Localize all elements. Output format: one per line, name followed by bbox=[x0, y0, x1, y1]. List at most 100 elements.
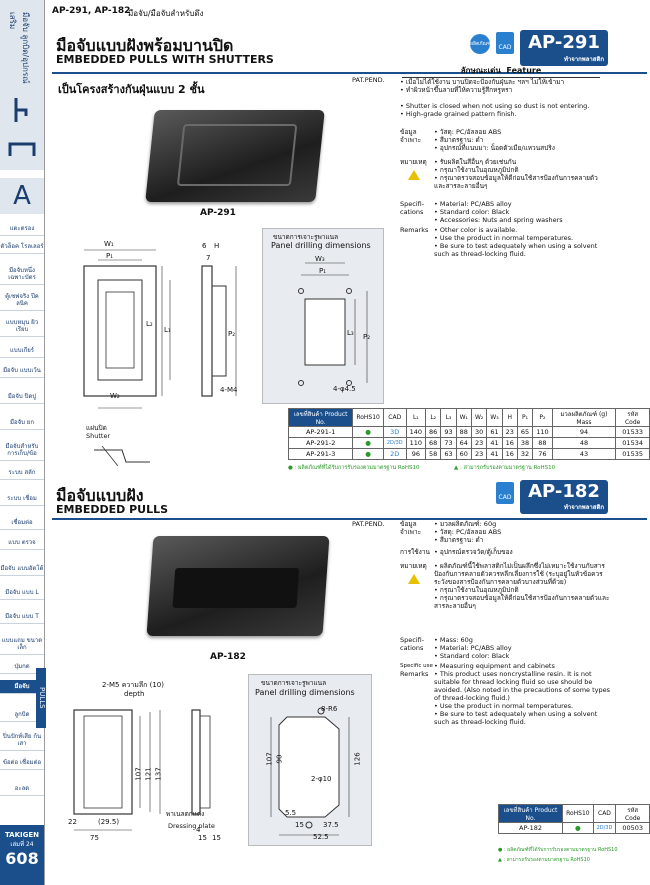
sidebar-nav-item[interactable]: มือจับ แบบ L bbox=[0, 586, 44, 600]
sidebar-nav-item[interactable]: ตัวล็อค โรลเลอร์ bbox=[0, 240, 44, 254]
ap291-legend-option: ▲ : สามารถรับรองตามมาตรฐาน RoHS10 bbox=[454, 465, 556, 471]
ap291-subtitle: เป็นโครงสร้างกันฝุ่นแบบ 2 ชั้น bbox=[58, 83, 205, 96]
ap291-title-bar bbox=[52, 30, 647, 74]
sidebar-nav-item[interactable]: มือจับ ยก bbox=[0, 416, 44, 430]
panel-title-th: ขนาดการเจาะรูพาแนล bbox=[261, 679, 327, 687]
ap182-patpend: PAT.PEND. bbox=[352, 520, 385, 528]
shutter-frame bbox=[176, 124, 298, 186]
feature-heading-th: ลักษณะเด่น bbox=[460, 66, 501, 75]
ap291-title-th: มือจับแบบฝังพร้อมบานปิด bbox=[56, 36, 234, 55]
ap291-product-photo bbox=[145, 110, 325, 202]
sidebar-nav-item[interactable]: เชื่อมต่อ bbox=[0, 516, 44, 530]
sidebar-nav-item[interactable]: แบบหมุน ผิวเรียบ bbox=[0, 316, 44, 337]
table-header: รหัส Code bbox=[615, 408, 650, 427]
dim-22: 22 bbox=[68, 818, 77, 826]
ap291-spec-table: เลขที่สินค้า Product No. RoHS10 CAD L₁ L… bbox=[287, 408, 650, 460]
cad-icon[interactable]: CAD bbox=[496, 482, 514, 504]
sidebar-nav-item-pulls[interactable]: มือจับ bbox=[0, 680, 44, 694]
dim-m5: 2-M5 ความลึก (10) bbox=[102, 681, 164, 689]
sidebar-nav-item[interactable]: ตู้เซฟจริง ปีคลนิค bbox=[0, 290, 44, 311]
sidebar-nav-item[interactable]: มือจับหนึ่ง เฉพาะบัตร bbox=[0, 264, 44, 285]
sidebar-nav-item[interactable]: มือจับสำหรับ การเก็บ/ข้อ bbox=[0, 440, 44, 461]
panel-title-en: Panel drilling dimensions bbox=[271, 241, 371, 250]
table-header-row: เลขที่สินค้า Product No. RoHS10 CAD L₁ L… bbox=[287, 408, 650, 427]
edition-label: เล่มที่ 24 bbox=[10, 841, 34, 848]
feature-item: • เมื่อไม่ได้ใช้งาน บานปิดจะป้องกันฝุ่นล… bbox=[400, 78, 565, 86]
remarks-label-en: Remarks bbox=[400, 670, 429, 678]
table-header: W₂ bbox=[470, 408, 488, 427]
dim-depth: depth bbox=[124, 690, 145, 698]
ap291-code-box: AP-291 ทำจากพลาสติก bbox=[520, 30, 608, 66]
dim-p90: 90 bbox=[275, 754, 284, 764]
sidebar-nav-item[interactable]: ระบบ เชื่อม bbox=[0, 492, 44, 506]
ap182-code-sub: ทำจากพลาสติก bbox=[563, 504, 604, 511]
sidebar-nav-item[interactable]: แตะตรอง bbox=[0, 222, 44, 236]
remarks-en-list: • Other color is available. • Use the pr… bbox=[434, 226, 598, 258]
use-th-list: • อุปกรณ์ตรวจวัด/ตู้เก็บของ bbox=[434, 548, 513, 556]
dim-p107: 107 bbox=[265, 752, 274, 766]
dim-137: 137 bbox=[154, 767, 163, 781]
ap182-title-bar bbox=[52, 478, 647, 520]
pulls-tab[interactable]: PULLS bbox=[36, 668, 46, 728]
sidebar-nav-item[interactable]: แบบ ตรวจ bbox=[0, 536, 44, 550]
spec-en-list: • Material: PC/ABS alloy • Standard colo… bbox=[434, 200, 563, 224]
sidebar-nav-item[interactable]: มือจับ ปิดปู bbox=[0, 390, 44, 404]
ap291-patpend: PAT.PEND. bbox=[352, 76, 385, 84]
dim-121: 121 bbox=[144, 767, 153, 781]
sidebar-header: มือจับ ลูกบิด/อุปกรณ์เสริม bbox=[0, 0, 44, 170]
remarks-en-list: • This product uses noncrystalline resin… bbox=[434, 670, 611, 726]
sidebar-nav-item[interactable]: แบบแถม ขนาดเล็ก bbox=[0, 634, 44, 655]
sidebar-nav-item[interactable]: มือจับ แบบ T bbox=[0, 610, 44, 624]
use-en-list: • Measuring equipment and cabinets bbox=[434, 662, 555, 670]
table-header: รหัส Code bbox=[615, 804, 650, 823]
dim-p15: 15 bbox=[295, 821, 304, 829]
shutter-label-en: Shutter bbox=[86, 432, 111, 440]
dim-w2: W₂ bbox=[110, 392, 120, 400]
dressing-plate-label-th: พาเนลตกแต่ง bbox=[166, 810, 205, 818]
sidebar-nav-item[interactable]: มือจับ แบบเว้น bbox=[0, 364, 44, 378]
dim-5-5: 5.5 bbox=[285, 809, 297, 817]
dim-6: 6 bbox=[202, 242, 207, 250]
sidebar-nav-item[interactable]: ข้อต่อ เชื่อมต่อ bbox=[0, 756, 44, 770]
sidebar-nav-item[interactable]: ปิ่นปักท์เสีย ก้นเสา bbox=[0, 730, 44, 751]
sidebar-nav-item[interactable]: ลูกบิด bbox=[0, 708, 44, 722]
dim-52-5: 52.5 bbox=[313, 833, 329, 841]
remarks-label-th: หมายเหตุ bbox=[400, 562, 427, 570]
use-label-en: Specific use bbox=[400, 663, 433, 669]
brand-name: TAKIGEN bbox=[4, 831, 40, 839]
cad-icon[interactable]: CAD bbox=[496, 32, 514, 54]
ap182-code: AP-182 bbox=[528, 481, 600, 502]
dim-7: 7 bbox=[206, 254, 211, 262]
dim-15b: 15 bbox=[212, 834, 221, 842]
section-letter: A bbox=[0, 178, 44, 214]
table-header: RoHS10 bbox=[352, 408, 384, 427]
sidebar-nav-item[interactable]: ระบบ สลัก bbox=[0, 466, 44, 480]
shutter-label-th: แผ่นปิด bbox=[86, 424, 107, 432]
header-category: มือจับ/มือจับสำหรับดึง bbox=[128, 9, 204, 18]
sidebar-nav-item[interactable]: แบบเกียร์ bbox=[0, 344, 44, 358]
ap182-spec-table: เลขที่สินค้า Product No. RoHS10 CAD รหัส… bbox=[497, 804, 650, 834]
pull-handle-icon bbox=[14, 98, 28, 122]
sidebar-nav-item[interactable]: อะลด bbox=[0, 782, 44, 796]
ap182-title-th: มือจับแบบฝัง bbox=[56, 486, 144, 505]
table-header: P₂ bbox=[532, 408, 553, 427]
ap182-technical-drawing bbox=[73, 709, 211, 831]
warning-icon bbox=[408, 170, 420, 180]
dim-m4: 4-M4 bbox=[220, 386, 238, 394]
dim-8-r6: 8-R6 bbox=[321, 705, 338, 713]
feature-item: • High-grade grained pattern finish. bbox=[400, 110, 517, 118]
table-header: RoHS10 bbox=[562, 804, 594, 823]
bracket-icon bbox=[8, 142, 36, 156]
dim-15: 15 bbox=[198, 834, 207, 842]
remarks-label-th: หมายเหตุ bbox=[400, 158, 427, 166]
dim-p2-panel: P₂ bbox=[363, 333, 371, 341]
product-badge-icon: ผลิตภัณฑ์ bbox=[470, 34, 491, 54]
sidebar-nav-item[interactable]: มือจับ แบบอัตโต้ bbox=[0, 562, 44, 576]
dim-p2: P₂ bbox=[228, 330, 236, 338]
table-header: มวลผลิตภัณฑ์ (g) Mass bbox=[551, 408, 617, 427]
sidebar-nav-item[interactable]: ปุ่มกด bbox=[0, 660, 44, 674]
table-header: L₁ bbox=[405, 408, 427, 427]
table-header: CAD bbox=[592, 804, 617, 823]
